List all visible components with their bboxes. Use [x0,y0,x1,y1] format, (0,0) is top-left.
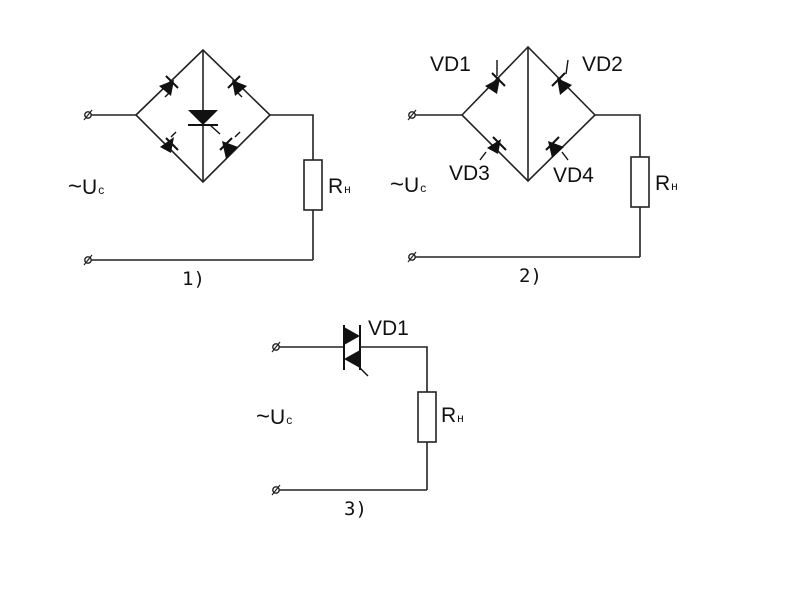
vd1-label: VD1 [430,53,471,76]
bridge-thyristor-1 [159,75,179,98]
vd2-label: VD2 [582,53,623,76]
terminal-bottom [83,254,93,266]
terminal-bottom [407,251,417,263]
load-resistor [417,391,437,443]
load-resistor [303,159,323,211]
load-wire [360,346,428,392]
circuit-number: 3) [344,498,367,520]
vd4-label: VD4 [553,164,594,187]
load-wire [595,114,641,157]
thyristor-vd2 [551,59,572,95]
bridge-thyristor-4 [219,131,241,159]
center-thyristor [188,110,221,135]
vd1-label: VD1 [368,317,409,340]
terminal-top [271,341,281,353]
terminal-top [407,109,417,121]
thyristor-vd4 [545,136,569,161]
thyristor-vd3 [479,136,507,161]
triac-vd1 [343,325,369,377]
terminal-top [83,109,93,121]
circuit-2: VD1 VD2 VD3 VD4 Rн ~Uc 2) [390,45,678,287]
load-label: Rн [441,404,464,427]
source-label: ~Uc [256,403,292,430]
load-label: Rн [328,175,351,198]
load-resistor [630,156,650,208]
load-label: Rн [655,172,678,195]
circuit-3: VD1 Rн ~Uc 3) [256,317,464,520]
circuit-number: 2) [519,265,542,287]
terminal-bottom [271,484,281,496]
load-wire [270,114,314,160]
bridge-thyristor-2 [227,75,247,98]
vd3-label: VD3 [449,162,490,185]
circuit-1: Rн ~Uc 1) [68,48,351,290]
circuit-number: 1) [182,268,205,290]
thyristor-vd1 [485,60,506,94]
bridge-thyristor-3 [160,131,179,153]
source-label: ~Uc [68,173,104,200]
source-label: ~Uc [390,171,426,198]
